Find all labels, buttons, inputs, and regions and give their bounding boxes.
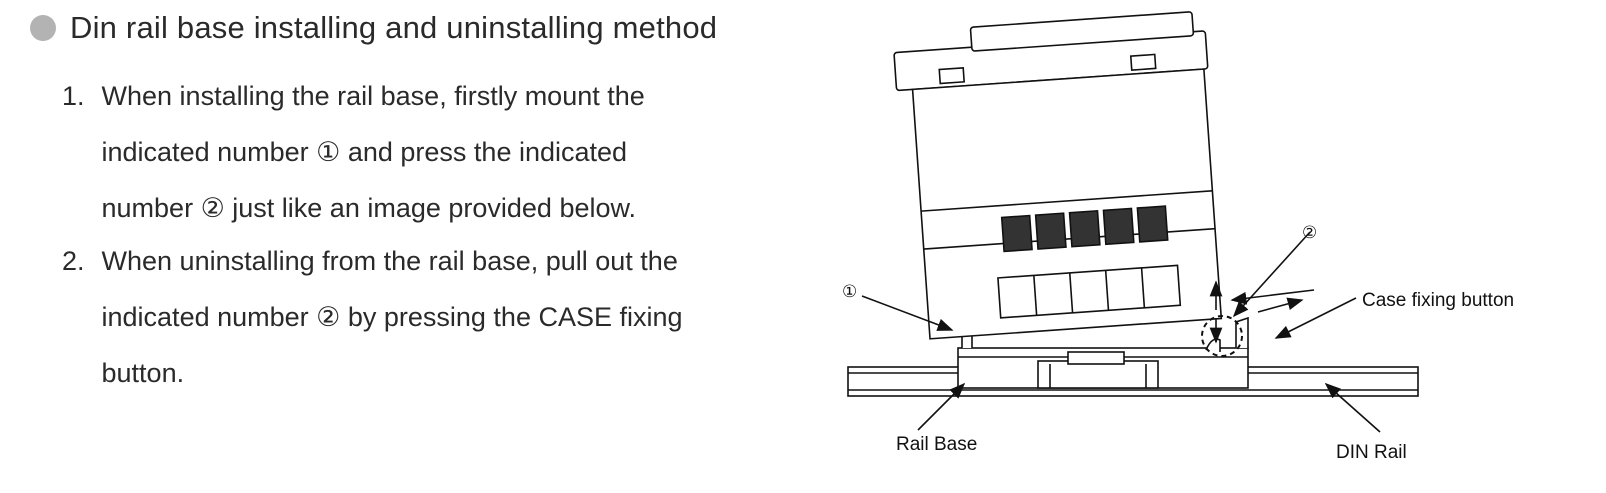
step-line: When installing the rail base, firstly m… <box>101 81 645 111</box>
din-rail-diagram: ① ② Case fixing button Rail Base DIN Rai… <box>842 11 1514 463</box>
step-number: 2. <box>62 246 85 276</box>
step-line: number ② just like an image provided bel… <box>101 193 637 223</box>
lower-slots <box>997 264 1182 319</box>
pointer-arrows <box>861 231 1381 433</box>
bullet-icon <box>30 15 56 41</box>
marker-1: ① <box>842 282 857 302</box>
step-number: 1. <box>62 81 85 111</box>
fixing-point-highlight <box>1201 315 1243 357</box>
label-din-rail: DIN Rail <box>1336 442 1407 463</box>
meter-case <box>893 11 1223 340</box>
marker-2: ② <box>1302 223 1317 243</box>
step-line: When uninstalling from the rail base, pu… <box>101 246 678 276</box>
heading-text: Din rail base installing and uninstallin… <box>70 10 718 45</box>
section-heading: Din rail base installing and uninstallin… <box>30 10 717 46</box>
terminal-block <box>1000 205 1169 253</box>
step-text: When uninstalling from the rail base, pu… <box>102 233 683 401</box>
instruction-step-1: 1. When installing the rail base, firstl… <box>62 68 645 236</box>
step-line: button. <box>101 358 185 388</box>
instruction-step-2: 2. When uninstalling from the rail base,… <box>62 233 683 401</box>
step-line: indicated number ② by pressing the CASE … <box>101 302 683 332</box>
label-case-fixing-button: Case fixing button <box>1362 290 1514 311</box>
label-rail-base: Rail Base <box>896 434 977 455</box>
rail-base <box>957 316 1249 389</box>
step-text: When installing the rail base, firstly m… <box>102 68 645 236</box>
step-line: indicated number ① and press the indicat… <box>101 137 628 167</box>
